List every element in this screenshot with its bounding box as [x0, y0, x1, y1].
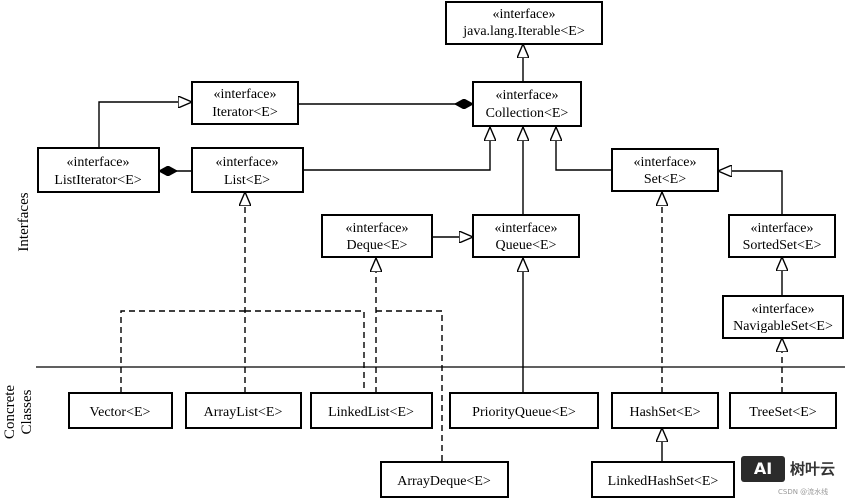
watermark-logo: AI — [741, 456, 785, 482]
node-arraylist-name: ArrayList<E> — [204, 405, 283, 420]
edge-set-extends-collection — [556, 127, 612, 171]
node-linkedlist: LinkedList<E> — [310, 392, 433, 429]
node-vector: Vector<E> — [68, 392, 173, 429]
edge-linkedlist-implements-list — [245, 310, 365, 393]
watermark-small-text: CSDN @流水线 — [778, 488, 829, 496]
node-linkedlist-name: LinkedList<E> — [328, 405, 414, 420]
node-collection-name: Collection<E> — [486, 106, 569, 121]
node-collection-stereotype: «interface» — [496, 88, 559, 103]
node-set-stereotype: «interface» — [634, 155, 697, 170]
node-queue: «interface» Queue<E> — [472, 214, 580, 258]
node-sortedset-name: SortedSet<E> — [743, 238, 822, 253]
node-iterator-stereotype: «interface» — [214, 87, 277, 102]
node-hashset: HashSet<E> — [611, 392, 719, 429]
node-sortedset-stereotype: «interface» — [751, 221, 814, 236]
node-priorityqueue: PriorityQueue<E> — [449, 392, 599, 429]
node-iterator: «interface» Iterator<E> — [191, 81, 299, 125]
node-listiterator-name: ListIterator<E> — [54, 173, 141, 188]
node-hashset-name: HashSet<E> — [629, 405, 700, 420]
node-listiterator: «interface» ListIterator<E> — [37, 147, 160, 193]
node-vector-name: Vector<E> — [90, 405, 151, 420]
node-treeset: TreeSet<E> — [729, 392, 837, 429]
edges — [98, 44, 783, 462]
edge-arraydeque-implements-deque — [376, 310, 443, 462]
node-priorityqueue-name: PriorityQueue<E> — [472, 405, 576, 420]
node-arraylist: ArrayList<E> — [185, 392, 302, 429]
node-list-stereotype: «interface» — [216, 155, 279, 170]
node-iterable: «interface» java.lang.Iterable<E> — [445, 1, 603, 45]
node-arraydeque-name: ArrayDeque<E> — [397, 474, 491, 489]
node-navigableset: «interface» NavigableSet<E> — [722, 295, 844, 339]
node-queue-stereotype: «interface» — [495, 221, 558, 236]
edge-sortedset-extends-set — [718, 171, 783, 215]
node-queue-name: Queue<E> — [496, 238, 557, 253]
node-treeset-name: TreeSet<E> — [749, 405, 816, 420]
node-list: «interface» List<E> — [191, 147, 304, 193]
edge-list-extends-collection — [303, 127, 490, 171]
node-sortedset: «interface» SortedSet<E> — [728, 214, 836, 258]
node-set: «interface» Set<E> — [611, 148, 719, 192]
node-iterable-stereotype: «interface» — [493, 7, 556, 22]
node-navigableset-name: NavigableSet<E> — [733, 319, 833, 334]
edge-vector-implements-list — [120, 310, 245, 393]
node-list-name: List<E> — [224, 173, 270, 188]
node-deque-stereotype: «interface» — [346, 221, 409, 236]
node-linkedhashset: LinkedHashSet<E> — [591, 461, 735, 498]
node-set-name: Set<E> — [644, 172, 686, 187]
node-listiterator-stereotype: «interface» — [67, 155, 130, 170]
node-collection: «interface» Collection<E> — [472, 81, 582, 127]
watermark-text: 树叶云 — [790, 460, 836, 478]
interfaces-section-label: Interfaces — [16, 192, 32, 251]
node-arraydeque: ArrayDeque<E> — [380, 461, 509, 498]
concrete-classes-label-line1: Concrete — [2, 385, 18, 439]
node-navigableset-stereotype: «interface» — [752, 302, 815, 317]
node-iterable-name: java.lang.Iterable<E> — [462, 24, 585, 39]
node-iterator-name: Iterator<E> — [212, 105, 278, 120]
concrete-classes-label-line2: Classes — [19, 389, 35, 434]
node-deque-name: Deque<E> — [347, 238, 408, 253]
node-deque: «interface» Deque<E> — [321, 214, 433, 258]
edge-listiterator-extends-iterator — [98, 102, 192, 148]
node-linkedhashset-name: LinkedHashSet<E> — [608, 474, 719, 489]
